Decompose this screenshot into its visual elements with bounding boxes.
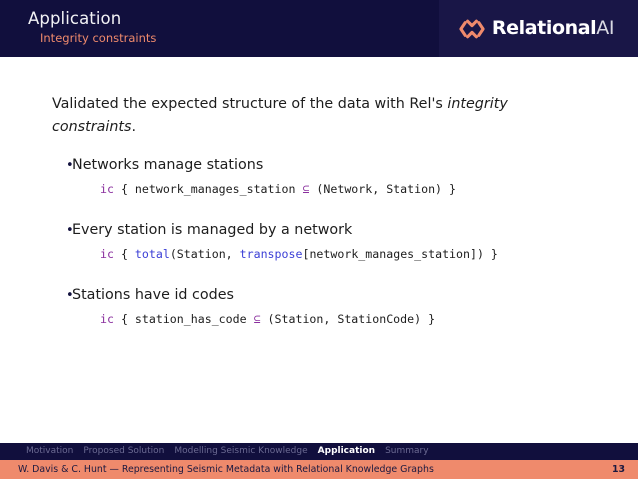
relationalai-logo: RelationalAI xyxy=(439,0,638,57)
slide-page-number: 13 xyxy=(611,464,625,475)
bullet-label: Every station is managed by a network xyxy=(72,222,353,238)
code-plain-after: (Network, Station) } xyxy=(309,182,457,196)
bullet-marker-icon: • xyxy=(66,158,74,173)
nav-item-summary[interactable]: Summary xyxy=(385,446,429,456)
page-subtitle: Integrity constraints xyxy=(40,31,157,45)
relationalai-chevron-x-icon xyxy=(459,19,485,38)
intro-paragraph: Validated the expected structure of the … xyxy=(52,93,572,139)
code-keyword: ic xyxy=(100,312,114,326)
bullet-marker-icon: • xyxy=(66,288,74,303)
slide-body: Validated the expected structure of the … xyxy=(0,57,638,443)
logo-inner: RelationalAI xyxy=(459,17,614,41)
bullet-marker-icon: • xyxy=(66,223,74,238)
code-plain-1: { xyxy=(113,247,135,261)
list-item: • Every station is managed by a network … xyxy=(52,220,612,264)
code-plain-before: { network_manages_station xyxy=(113,182,303,196)
slide-header: Application Integrity constraints Relati… xyxy=(0,0,638,57)
bullet-line: • Networks manage stations xyxy=(52,155,612,176)
bullet-label: Networks manage stations xyxy=(72,157,264,173)
slide-footer: W. Davis & C. Hunt — Representing Seismi… xyxy=(0,460,638,479)
nav-item-application[interactable]: Application xyxy=(317,446,376,456)
nav-item-proposed-solution[interactable]: Proposed Solution xyxy=(83,446,165,456)
list-item: • Networks manage stations ic { network_… xyxy=(52,155,612,199)
intro-suffix: . xyxy=(131,119,136,135)
logo-word-bold: Relational xyxy=(491,17,597,39)
code-keyword: ic xyxy=(100,182,114,196)
bullet-line: • Every station is managed by a network xyxy=(52,220,612,241)
bullet-label: Stations have id codes xyxy=(72,287,234,303)
code-subset-operator: ⊆ xyxy=(302,182,310,196)
logo-word-light: AI xyxy=(596,17,615,39)
code-plain-3: [network_manages_station]) } xyxy=(302,247,498,261)
code-snippet: ic { station_has_code ⊆ (Station, Statio… xyxy=(52,309,612,329)
code-snippet: ic { total(Station, transpose[network_ma… xyxy=(52,244,612,264)
section-navigation-bar: Motivation Proposed Solution Modelling S… xyxy=(0,443,638,460)
page-title: Application xyxy=(28,9,122,28)
code-function-transpose: transpose xyxy=(239,247,303,261)
code-keyword: ic xyxy=(100,247,114,261)
intro-emphasis: integrity constraints xyxy=(52,96,508,135)
header-title-group: Application Integrity constraints xyxy=(28,9,156,46)
nav-item-motivation[interactable]: Motivation xyxy=(26,446,74,456)
nav-item-modelling-seismic-knowledge[interactable]: Modelling Seismic Knowledge xyxy=(174,446,308,456)
code-plain-after: (Station, StationCode) } xyxy=(260,312,436,326)
bullet-line: • Stations have id codes xyxy=(52,285,612,306)
intro-prefix: Validated the expected structure of the … xyxy=(52,96,448,112)
logo-wordmark: RelationalAI xyxy=(491,17,615,39)
code-plain-2: (Station, xyxy=(169,247,240,261)
list-item: • Stations have id codes ic { station_ha… xyxy=(52,285,612,329)
bullet-list: • Networks manage stations ic { network_… xyxy=(52,155,612,329)
code-function-total: total xyxy=(134,247,170,261)
code-subset-operator: ⊆ xyxy=(253,312,261,326)
footer-author-title: W. Davis & C. Hunt — Representing Seismi… xyxy=(18,464,434,475)
code-plain-before: { station_has_code xyxy=(113,312,254,326)
code-snippet: ic { network_manages_station ⊆ (Network,… xyxy=(52,179,612,199)
